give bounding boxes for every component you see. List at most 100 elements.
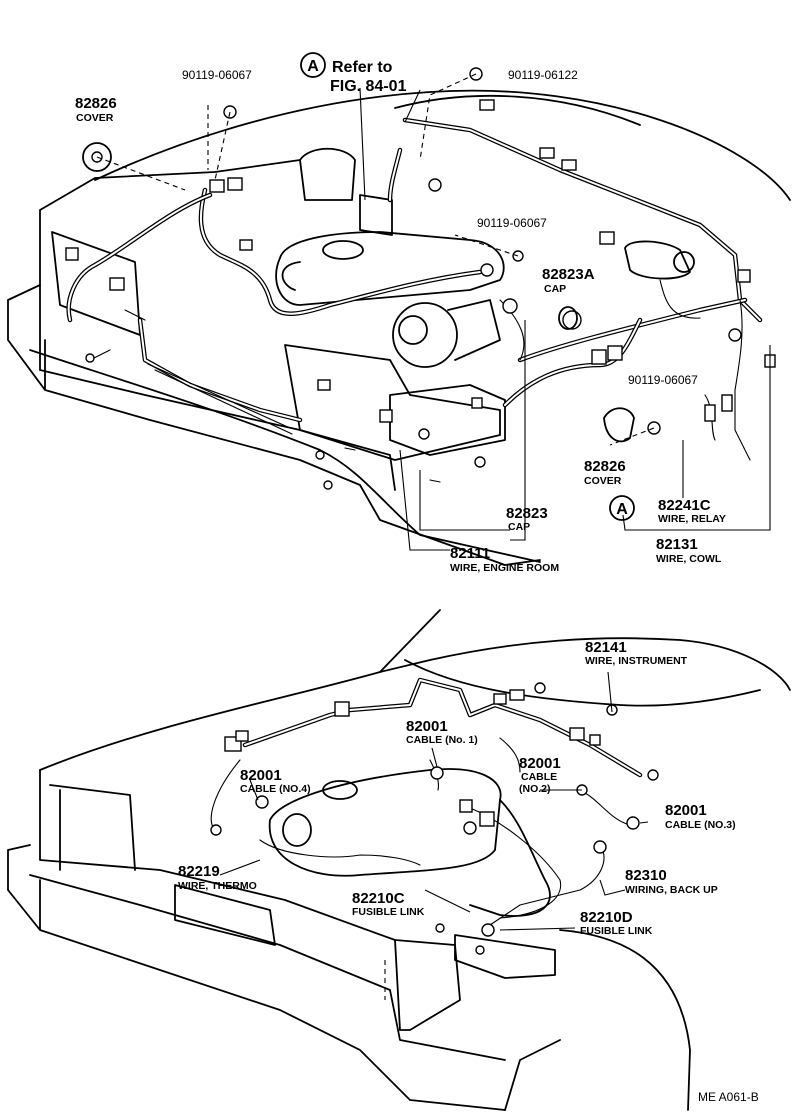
label-82823A: 82823A CAP bbox=[542, 266, 595, 295]
bottom-view-body bbox=[7, 609, 791, 1111]
bottom-harness bbox=[210, 677, 643, 926]
label-82241C: 82241C WIRE, RELAY bbox=[658, 497, 726, 525]
top-fender-line bbox=[94, 89, 791, 201]
refer-to-line2: FIG. 84-01 bbox=[330, 78, 407, 95]
part-number: 82241C bbox=[658, 497, 711, 514]
label-82111: 82111 WIRE, ENGINE ROOM bbox=[450, 545, 559, 574]
part-number: 82111 bbox=[450, 545, 490, 562]
label-90119-06067-b: 90119-06067 bbox=[477, 216, 547, 230]
label-82001-no1: 82001 CABLE (No. 1) bbox=[406, 718, 478, 746]
label-82001-no4: 82001 CABLE (NO.4) bbox=[240, 767, 311, 795]
bottom-bumper-face bbox=[29, 874, 506, 1061]
label-82826-left: 82826 COVER bbox=[75, 95, 117, 124]
part-name: CABLE (No. 1) bbox=[406, 734, 478, 746]
figure-code: ME A061-B bbox=[698, 1090, 759, 1104]
part-name: COVER bbox=[76, 112, 114, 124]
part-number: 82001 bbox=[406, 718, 448, 735]
bottom-hood-line bbox=[39, 637, 791, 771]
reservoir bbox=[299, 147, 356, 201]
top-view-engine-room bbox=[7, 67, 791, 566]
part-name: WIRE, RELAY bbox=[658, 513, 726, 525]
air-cleaner-cap bbox=[322, 240, 364, 260]
part-number: 90119-06067 bbox=[477, 216, 547, 230]
part-name: WIRE, COWL bbox=[656, 553, 722, 565]
alternator-bracket bbox=[447, 299, 501, 361]
bottom-body-left bbox=[39, 769, 401, 1031]
top-body-details bbox=[85, 309, 441, 490]
ref-marker-top-label: A bbox=[307, 58, 319, 75]
part-name: CABLE (NO.4) bbox=[240, 783, 311, 795]
label-82210D: 82210D FUSIBLE LINK bbox=[580, 909, 653, 937]
part-name: CAP bbox=[508, 521, 530, 533]
bottom-wheel-arch bbox=[504, 1039, 561, 1111]
bottom-engine-block bbox=[469, 799, 551, 917]
part-name-extra: (NO.2) bbox=[519, 783, 551, 795]
part-name: COVER bbox=[584, 475, 622, 487]
part-name: CAP bbox=[544, 283, 566, 295]
label-82823: 82823 CAP bbox=[506, 505, 548, 533]
part-name: WIRE, INSTRUMENT bbox=[585, 655, 688, 667]
label-82001-no2: 82001 CABLE (NO.2) bbox=[519, 755, 561, 795]
top-bumper bbox=[7, 284, 541, 566]
top-cowl-line bbox=[394, 94, 641, 126]
part-number: 82826 bbox=[584, 458, 626, 475]
refer-to-line1: Refer to bbox=[332, 59, 393, 76]
wiper-motor-cap bbox=[673, 251, 695, 273]
part-number: 90119-06122 bbox=[508, 68, 578, 82]
part-number: 82141 bbox=[585, 639, 627, 656]
part-name: WIRE, THERMO bbox=[178, 880, 257, 892]
part-number: 82219 bbox=[178, 863, 220, 880]
battery-outline bbox=[389, 384, 506, 456]
part-number: 82310 bbox=[625, 867, 667, 884]
label-82826-right: 82826 COVER bbox=[584, 458, 626, 487]
bottom-grille-box bbox=[394, 939, 461, 1031]
part-number: 82826 bbox=[75, 95, 117, 112]
air-cleaner-snorkel bbox=[281, 261, 301, 291]
cap-82823A-shape bbox=[558, 306, 578, 330]
label-82001-no3: 82001 CABLE (NO.3) bbox=[665, 802, 736, 831]
bottom-leaders bbox=[219, 671, 649, 1000]
ref-marker-bottom: A bbox=[609, 495, 635, 521]
top-connectors bbox=[65, 67, 776, 468]
bottom-connectors bbox=[210, 682, 659, 955]
part-number: 90119-06067 bbox=[182, 68, 252, 82]
label-82210C: 82210C FUSIBLE LINK bbox=[352, 890, 425, 918]
part-number: 82001 bbox=[519, 755, 561, 772]
bottom-air-cleaner bbox=[268, 768, 502, 877]
part-number: 82001 bbox=[665, 802, 707, 819]
alternator-pulley bbox=[398, 315, 428, 345]
cover-82826-right-shape bbox=[603, 407, 635, 443]
part-name: CABLE (NO.3) bbox=[665, 819, 736, 831]
part-name: FUSIBLE LINK bbox=[580, 925, 653, 937]
part-number: 82823A bbox=[542, 266, 595, 283]
bottom-cowl bbox=[404, 659, 761, 707]
part-name: CABLE bbox=[521, 771, 557, 783]
label-82219: 82219 WIRE, THERMO bbox=[178, 863, 257, 892]
relay-block bbox=[359, 194, 393, 236]
part-number: 82210D bbox=[580, 909, 633, 926]
alternator-body bbox=[392, 302, 458, 368]
top-radiator-panel bbox=[51, 231, 141, 336]
bottom-bumper bbox=[7, 844, 506, 1111]
label-90119-06067-a: 90119-06067 bbox=[182, 68, 252, 82]
wiper-motor bbox=[624, 240, 691, 280]
label-82131: 82131 WIRE, COWL bbox=[656, 536, 722, 565]
part-number: 82131 bbox=[656, 536, 698, 553]
air-cleaner bbox=[275, 231, 505, 306]
part-number: 90119-06067 bbox=[628, 373, 698, 387]
battery-terminal bbox=[471, 397, 483, 409]
label-90119-06067-c: 90119-06067 bbox=[628, 373, 698, 387]
top-leaders bbox=[96, 73, 771, 551]
bottom-snorkel bbox=[282, 813, 312, 847]
top-grille-box bbox=[284, 344, 501, 461]
label-82310: 82310 WIRING, BACK UP bbox=[625, 867, 718, 896]
part-name: WIRING, BACK UP bbox=[625, 884, 718, 896]
label-82141: 82141 WIRE, INSTRUMENT bbox=[585, 639, 688, 667]
part-name: WIRE, ENGINE ROOM bbox=[450, 562, 559, 574]
engine-room-harness bbox=[66, 117, 763, 461]
ref-marker-top: A bbox=[300, 52, 326, 78]
ref-marker-bottom-label: A bbox=[616, 501, 628, 518]
bottom-fender bbox=[559, 929, 691, 1111]
part-number: 82823 bbox=[506, 505, 548, 522]
